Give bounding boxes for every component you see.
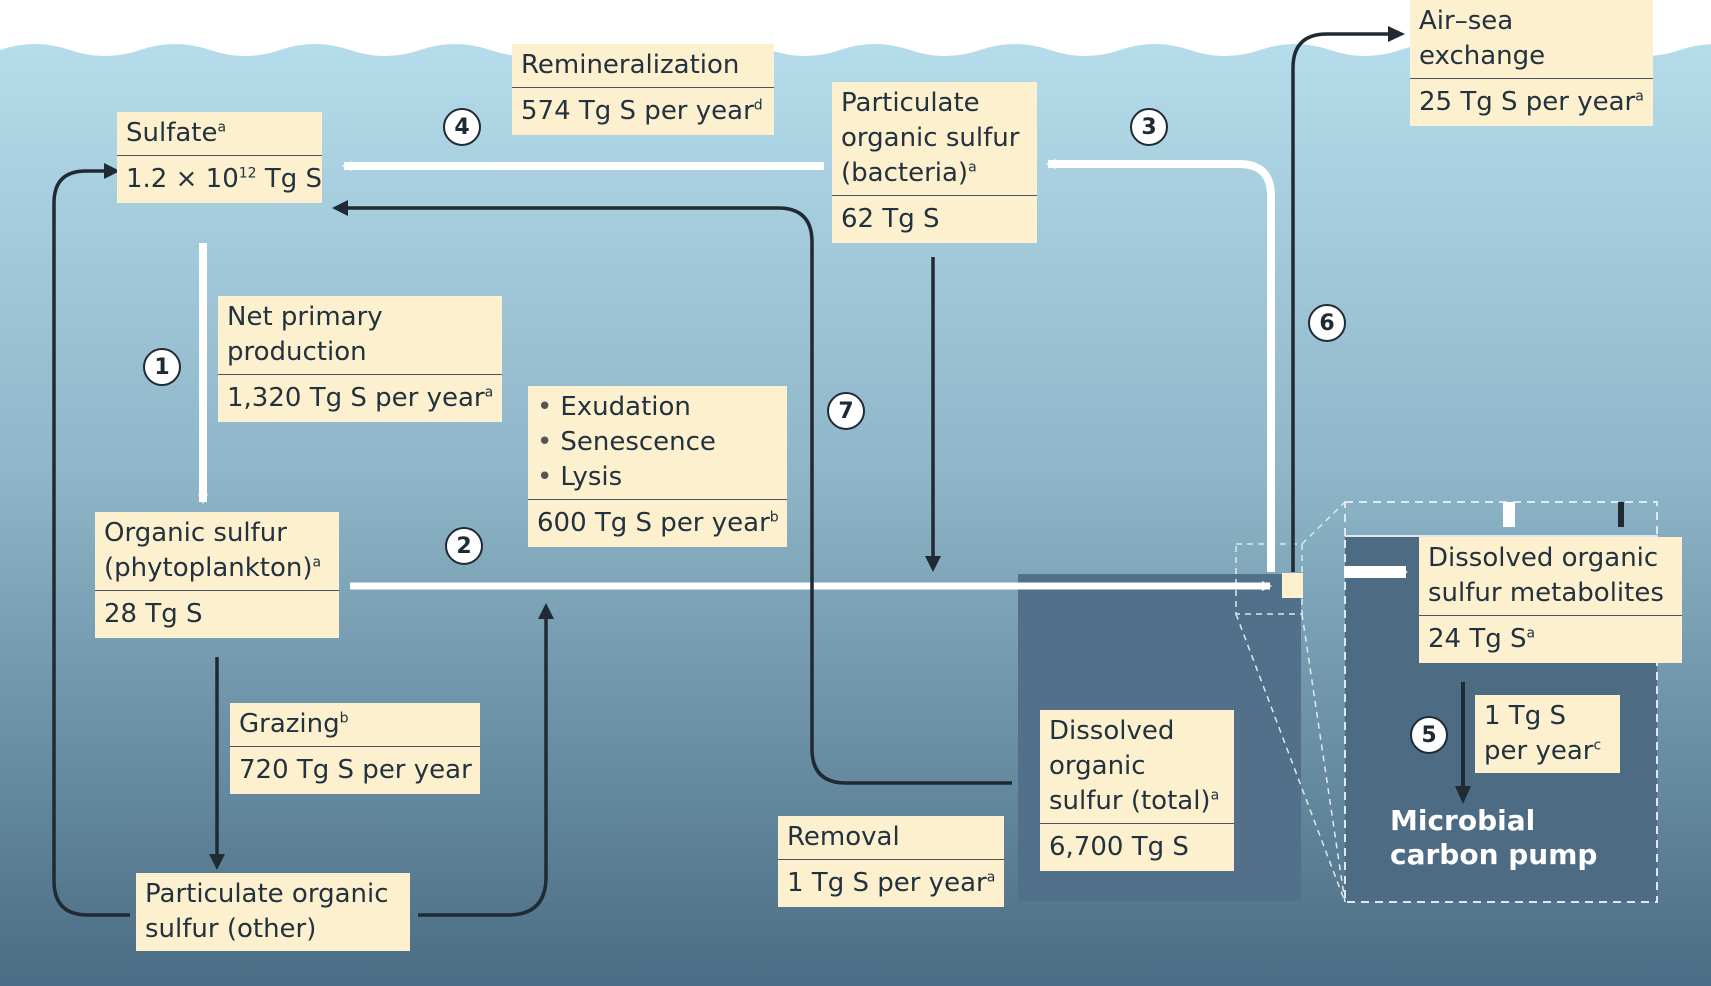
step-badge-6: 6 [1308, 304, 1346, 342]
step-badge-2: 2 [445, 527, 483, 565]
air-sea-title: Air–sea exchange [1419, 6, 1546, 71]
organic-phyto-box: Organic sulfur (phytoplankton)a 28 Tg S [95, 512, 339, 638]
step-badge-4: 4 [443, 108, 481, 146]
head-grazing [209, 854, 225, 870]
dos-metabolites-title: Dissolved organic sulfur metabolites [1428, 543, 1664, 608]
one-tg-text: 1 Tg S per yearc [1484, 701, 1602, 766]
particulate-bacteria-box: Particulate organic sulfur (bacteria)a 6… [832, 82, 1037, 243]
particulate-other-title: Particulate organic sulfur (other) [145, 879, 389, 944]
head-bacteria-down [925, 556, 941, 572]
grazing-value: 720 Tg S per year [230, 746, 480, 794]
remineralization-title: Remineralization [521, 50, 740, 80]
exudation-list: Exudation Senescence Lysis [528, 386, 787, 499]
flow-6-arrow [1291, 32, 1390, 572]
head-6 [1388, 26, 1405, 42]
remineralization-box: Remineralization 574 Tg S per yeard [512, 44, 774, 135]
microbial-carbon-pump-label: Microbial carbon pump [1390, 804, 1598, 871]
panel-mark-white [1503, 502, 1515, 527]
dos-metabolites-value: 24 Tg Sa [1419, 615, 1682, 663]
dos-total-title: Dissolved organic sulfur (total)a [1049, 716, 1220, 816]
lysis-item: Lysis [537, 460, 778, 495]
grazing-title: Grazingb [239, 709, 349, 739]
removal-value: 1 Tg S per yeara [778, 859, 1004, 907]
zoom-guide-bottom [1235, 613, 1346, 903]
net-primary-value: 1,320 Tg S per yeara [218, 374, 502, 422]
metabolite-square [1282, 573, 1303, 598]
removal-title: Removal [787, 822, 900, 852]
organic-phyto-value: 28 Tg S [95, 590, 339, 638]
flow-7-arrow [345, 206, 1012, 785]
flow-loop-left [52, 169, 130, 917]
senescence-item: Senescence [537, 425, 778, 460]
particulate-bacteria-value: 62 Tg S [832, 195, 1037, 243]
zoom-guide-mid [1301, 613, 1346, 903]
net-primary-title: Net primary production [227, 302, 383, 367]
sulfate-box: Sulfatea 1.2 × 1012 Tg S [117, 112, 322, 203]
dos-metabolites-box: Dissolved organic sulfur metabolites 24 … [1419, 537, 1682, 663]
step-badge-5: 5 [1410, 716, 1448, 754]
organic-phyto-title: Organic sulfur (phytoplankton)a [104, 518, 322, 583]
step-badge-7: 7 [827, 392, 865, 430]
panel-mark-dark [1618, 502, 1624, 527]
step-badge-1: 1 [143, 348, 181, 386]
grazing-box: Grazingb 720 Tg S per year [230, 703, 480, 794]
head-loop-right [538, 603, 554, 619]
dos-total-value: 6,700 Tg S [1040, 823, 1234, 871]
exudation-value: 600 Tg S per yearb [528, 499, 787, 547]
removal-box: Removal 1 Tg S per yeara [778, 816, 1004, 907]
one-tg-box: 1 Tg S per yearc [1475, 695, 1620, 773]
sulfate-value: 1.2 × 1012 Tg S [117, 155, 322, 203]
metabolite-panel-top [1344, 501, 1658, 537]
net-primary-box: Net primary production 1,320 Tg S per ye… [218, 296, 502, 422]
sulfate-title: Sulfatea [126, 118, 227, 148]
flow-3-arrow [1046, 159, 1275, 572]
dos-total-box: Dissolved organic sulfur (total)a 6,700 … [1040, 710, 1234, 871]
remineralization-value: 574 Tg S per yeard [512, 87, 774, 135]
step-badge-3: 3 [1130, 108, 1168, 146]
head-7 [332, 200, 348, 216]
air-sea-box: Air–sea exchange 25 Tg S per yeara [1410, 0, 1653, 126]
exudation-box: Exudation Senescence Lysis 600 Tg S per … [528, 386, 787, 547]
head-loop-left [104, 163, 120, 179]
particulate-other-box: Particulate organic sulfur (other) [136, 873, 410, 951]
head-5 [1455, 786, 1471, 804]
air-sea-value: 25 Tg S per yeara [1410, 78, 1653, 126]
particulate-bacteria-title: Particulate organic sulfur (bacteria)a [841, 88, 1020, 188]
exudation-item: Exudation [537, 390, 778, 425]
flow-loop-right [418, 614, 548, 917]
